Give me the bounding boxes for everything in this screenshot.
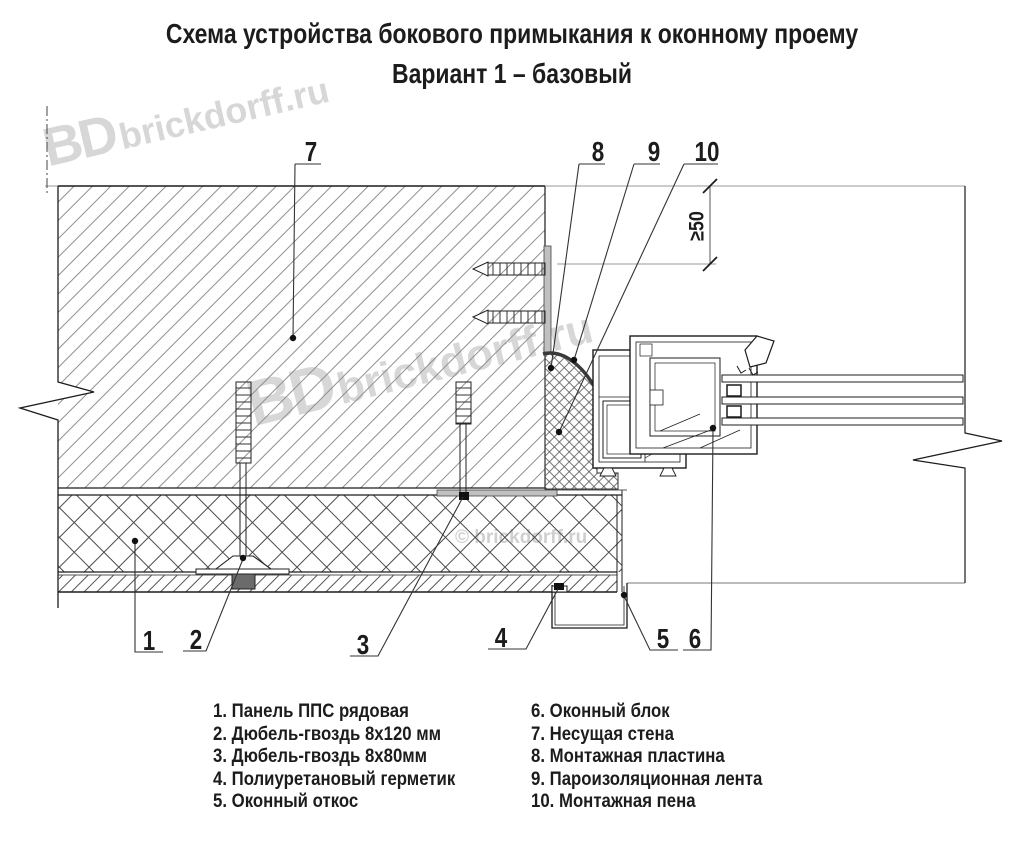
callout-8: 8	[591, 136, 605, 167]
legend-item-1: 1. Панель ППС рядовая	[213, 700, 409, 722]
horizontal-dowel-nails	[471, 261, 546, 325]
glazing-unit	[721, 374, 964, 426]
legend-item-4: 4. Полиуретановый герметик	[213, 767, 456, 790]
legend-item-6: 6. Оконный блок	[531, 700, 670, 722]
glazing-bead	[736, 335, 775, 376]
legend-left-column: 1. Панель ППС рядовая 2. Дюбель-гвоздь 8…	[213, 700, 495, 813]
callout-5: 5	[656, 623, 670, 654]
pps-panel-section	[58, 494, 622, 576]
callout-dots	[131, 334, 717, 599]
legend-item-2: 2. Дюбель-гвоздь 8х120 мм	[213, 722, 442, 745]
callout-10: 10	[694, 136, 720, 167]
dowel-nail-8x80	[455, 381, 472, 500]
sealant-mark	[554, 583, 564, 590]
page-title: Схема устройства бокового примыкания к о…	[165, 18, 859, 49]
legend-item-8: 8. Монтажная пластина	[531, 745, 725, 768]
wall-section	[58, 185, 546, 489]
dimension-label: ≥50	[685, 211, 709, 241]
callout-3: 3	[356, 629, 370, 660]
legend-item-7: 7. Несущая стена	[531, 722, 674, 745]
callout-9: 9	[647, 136, 661, 167]
dowel-nail-8x120	[195, 381, 290, 590]
break-line-left	[17, 186, 95, 608]
render-layer-section	[58, 489, 627, 593]
legend-right-column: 6. Оконный блок 7. Несущая стена 8. Монт…	[531, 700, 800, 813]
callout-4: 4	[494, 622, 508, 653]
page-subtitle: Вариант 1 – базовый	[392, 58, 632, 89]
legend-item-10: 10. Монтажная пена	[531, 790, 696, 813]
break-line-right	[912, 186, 1003, 583]
callout-7: 7	[304, 136, 318, 167]
window-slope-channel	[551, 583, 628, 629]
legend-item-5: 5. Оконный откос	[213, 790, 359, 813]
dimension-lines	[45, 106, 965, 584]
callout-2: 2	[189, 624, 203, 655]
legend-item-9: 9. Пароизоляционная лента	[531, 767, 763, 790]
callout-1: 1	[142, 625, 156, 656]
callout-leaders	[134, 163, 718, 657]
callout-6: 6	[688, 623, 702, 654]
legend-item-3: 3. Дюбель-гвоздь 8х80мм	[213, 745, 428, 768]
